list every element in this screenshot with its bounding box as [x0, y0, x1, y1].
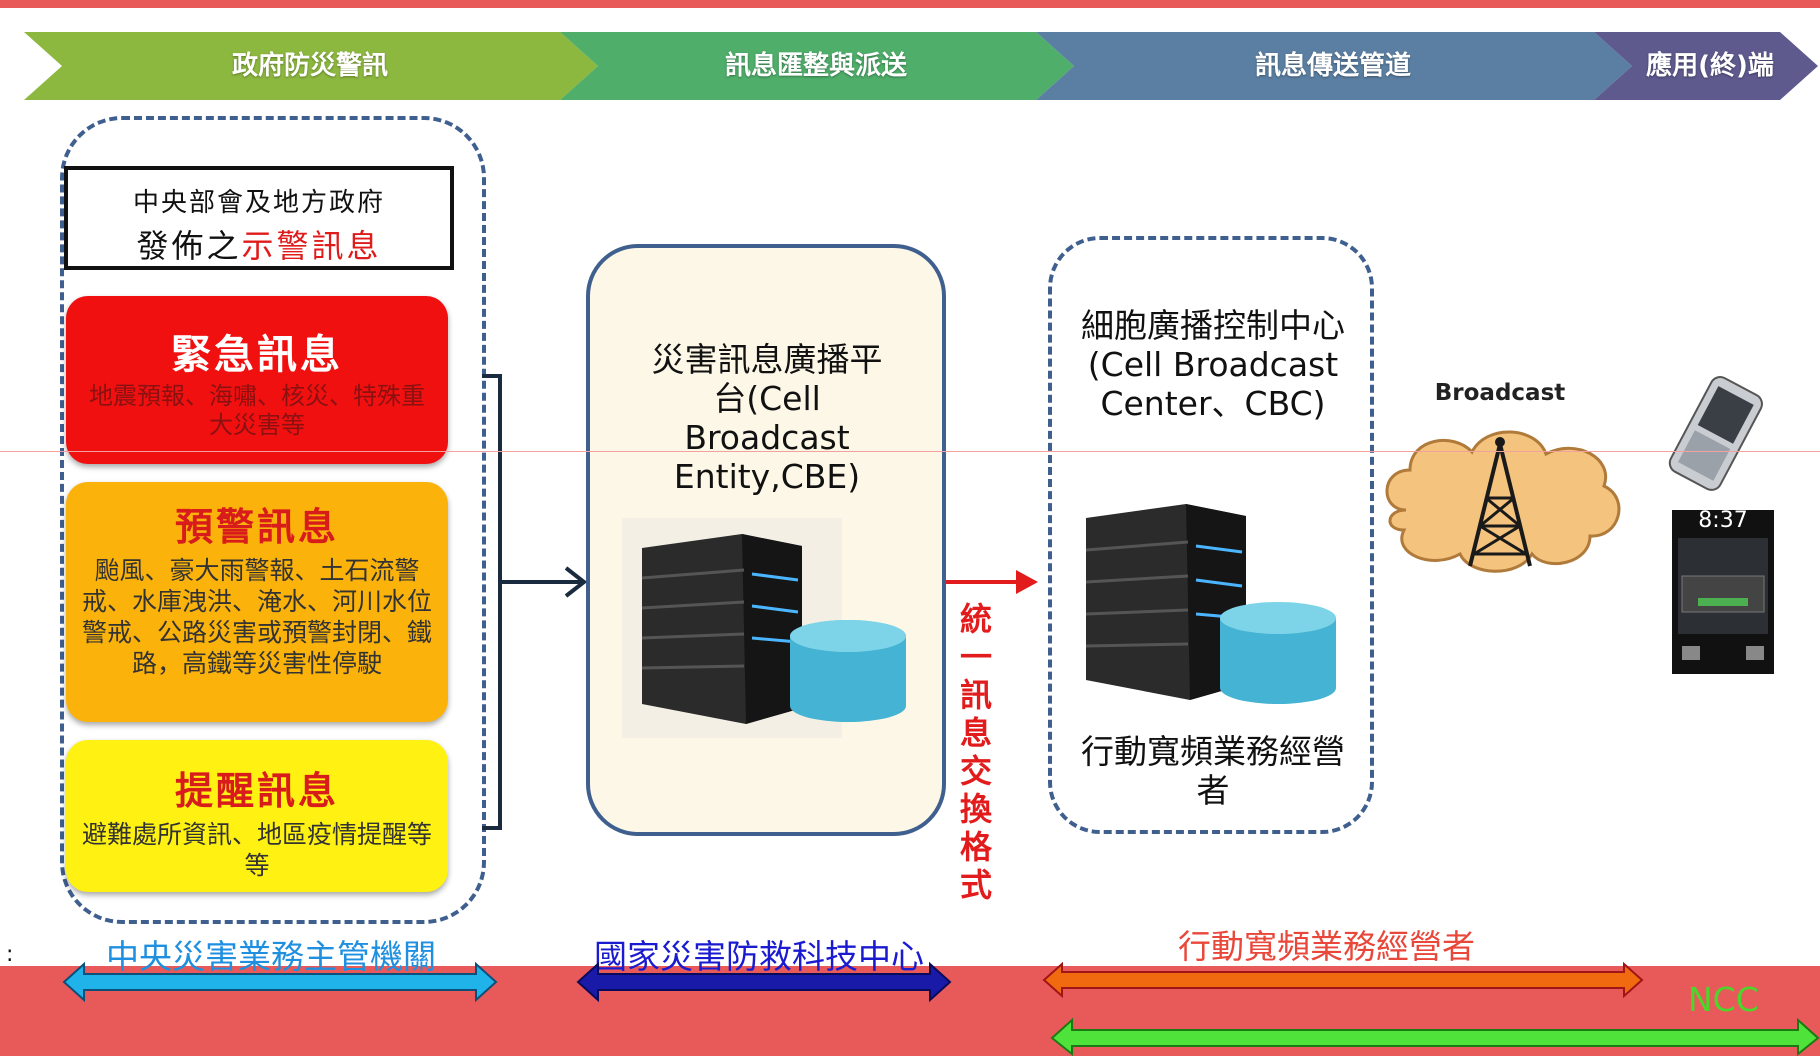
agency1-arrow — [62, 961, 498, 1003]
stage2-chevron — [560, 32, 1074, 100]
warning-message-box: 預警訊息 颱風、豪大雨警報、土石流警戒、水庫洩洪、淹水、河川水位警戒、公路災害或… — [66, 482, 448, 722]
cbc-server-icon — [1085, 504, 1336, 704]
alert-source-prefix: 發佈之 — [136, 227, 242, 265]
agency2-arrow — [576, 961, 952, 1003]
header-chevrons — [24, 32, 1818, 100]
stage2-label: 訊息匯整與派送 — [724, 51, 907, 81]
exchange-format-label: 統一訊息交換格式 — [959, 600, 992, 904]
alert-source-box: 中央部會及地方政府 發佈之示警訊息 — [64, 166, 454, 270]
broadcast-label: Broadcast — [1434, 380, 1566, 406]
cbc-label: 細胞廣播控制中心(Cell Broadcast Center、CBC) — [1081, 306, 1345, 423]
reminder-desc: 避難處所資訊、地區疫情提醒等等 — [81, 820, 432, 880]
agency1-label: 中央災害業務主管機關 — [106, 937, 436, 976]
bottom-colon: : — [6, 942, 14, 967]
government-group-border — [60, 116, 486, 924]
diagram-canvas: 政府防災警訊 訊息匯整與派送 訊息傳送管道 應用(終)端 中央部會及地方政府 發… — [0, 8, 1820, 976]
smartphone-icon — [1672, 510, 1774, 674]
cbc-operator-label: 行動寬頻業務經營者 — [1081, 732, 1345, 810]
stage4-label: 應用(終)端 — [1646, 51, 1774, 81]
responsibility-arrows — [62, 961, 1820, 1056]
alert-source-line2: 發佈之示警訊息 — [68, 221, 450, 267]
agency3-label: 行動寬頻業務經營者 — [1178, 927, 1475, 966]
reminder-message-box: 提醒訊息 避難處所資訊、地區疫情提醒等等 — [66, 740, 448, 892]
alert-source-line1: 中央部會及地方政府 — [132, 188, 385, 218]
emergency-message-box: 緊急訊息 地震預報、海嘯、核災、特殊重大災害等 — [66, 296, 448, 464]
stage3-label: 訊息傳送管道 — [1254, 51, 1411, 81]
phone-time: 8:37 — [1698, 508, 1748, 533]
broadcast-tower-icon — [1385, 430, 1621, 573]
agency4-label: NCC — [1688, 980, 1759, 1019]
group-bracket — [482, 374, 588, 830]
emergency-title: 緊急訊息 — [171, 332, 343, 378]
emergency-desc: 地震預報、海嘯、核災、特殊重大災害等 — [89, 382, 425, 439]
alert-source-red: 示警訊息 — [241, 227, 382, 265]
guideline — [0, 451, 1820, 452]
cbe-server-icon — [622, 518, 906, 738]
stage3-chevron — [1036, 32, 1632, 100]
stage4-chevron — [1594, 32, 1818, 100]
flip-phone-icon — [1668, 376, 1763, 491]
reminder-title: 提醒訊息 — [174, 769, 339, 813]
warning-title: 預警訊息 — [174, 505, 339, 549]
cbc-group-border — [1048, 236, 1374, 834]
stage1-chevron — [24, 32, 598, 100]
agency4-arrow — [1050, 1017, 1820, 1056]
agency2-label: 國家災害防救科技中心 — [594, 937, 924, 976]
warning-desc: 颱風、豪大雨警報、土石流警戒、水庫洩洪、淹水、河川水位警戒、公路災害或預警封閉、… — [81, 556, 432, 678]
cbe-label: 災害訊息廣播平台(Cell Broadcast Entity,CBE) — [651, 340, 883, 496]
stage1-label: 政府防災警訊 — [231, 51, 388, 81]
exchange-arrow — [946, 570, 1038, 594]
agency3-arrow — [1042, 961, 1644, 999]
